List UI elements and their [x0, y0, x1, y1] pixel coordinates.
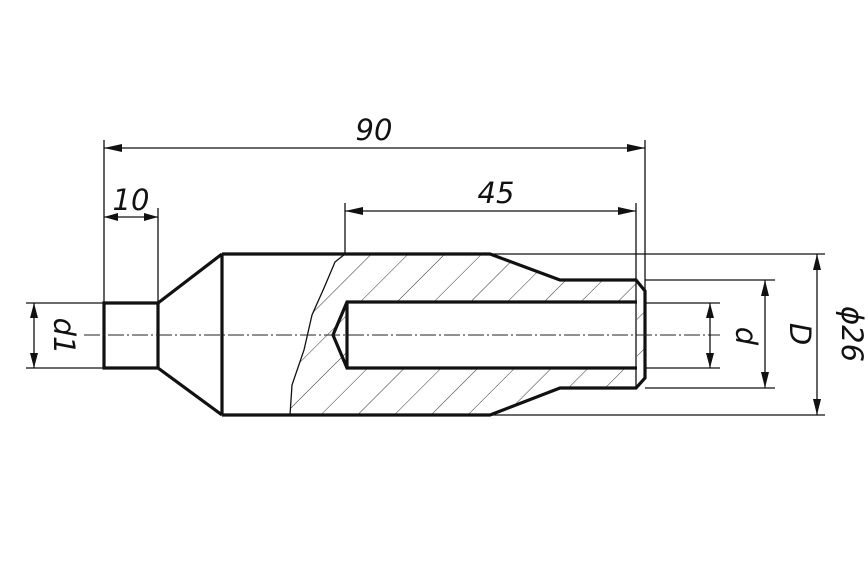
- taper-top: [157, 252, 223, 305]
- dim-counterbore-diameter: D: [761, 280, 817, 388]
- dim-bore-depth: 45: [345, 176, 636, 215]
- dim-90-label: 90: [356, 113, 393, 147]
- dim-45-label: 45: [478, 176, 515, 210]
- dim-d-label: d: [729, 327, 763, 346]
- dim-overall-length: 90: [104, 113, 645, 152]
- dim-body-diameter: ϕ26: [813, 254, 868, 415]
- extension-lines: [26, 140, 825, 416]
- dim-phi26-label: ϕ26: [835, 306, 868, 362]
- dim-d1-label: d1: [47, 318, 81, 355]
- dim-neck-length: 10: [104, 183, 158, 221]
- dim-10-label: 10: [113, 183, 150, 217]
- taper-bottom: [157, 366, 223, 417]
- dim-D-label: D: [783, 323, 817, 345]
- dim-neck-diameter: d1: [30, 303, 81, 368]
- section-break-line: [289, 253, 346, 416]
- dim-bore-diameter: d: [706, 303, 763, 368]
